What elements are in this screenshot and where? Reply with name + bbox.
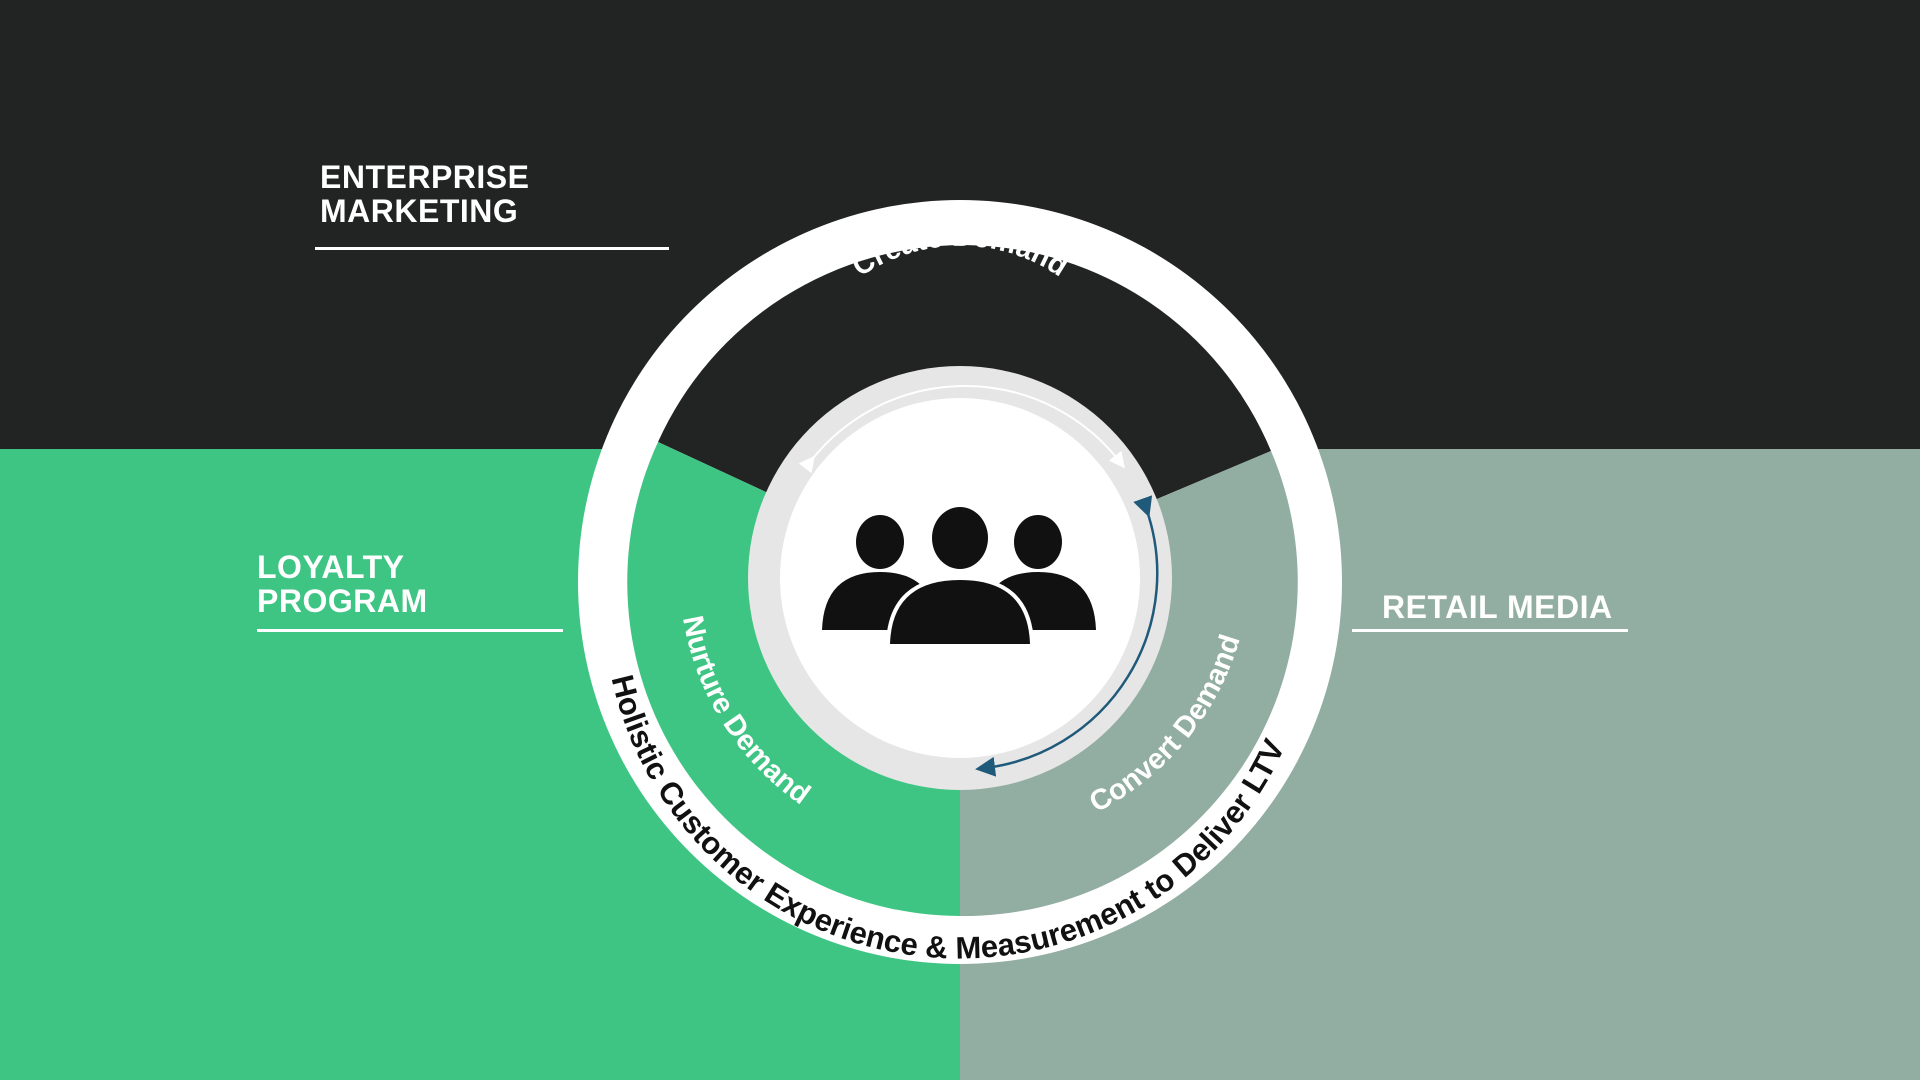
enterprise-marketing-label: ENTERPRISE MARKETING (320, 160, 529, 228)
retail-label-line1: RETAIL MEDIA (1382, 589, 1613, 625)
retail-underline (1352, 629, 1628, 632)
loyalty-label-line1: LOYALTY (257, 549, 405, 585)
enterprise-label-line1: ENTERPRISE (320, 159, 530, 195)
loyalty-label-line2: PROGRAM (257, 583, 428, 619)
cycle-arrow-right (975, 495, 1159, 777)
enterprise-underline (315, 247, 669, 250)
cycle-arrow-top (798, 385, 1125, 474)
retail-media-label: RETAIL MEDIA (1382, 590, 1613, 624)
loyalty-program-label: LOYALTY PROGRAM (257, 550, 428, 618)
enterprise-label-line2: MARKETING (320, 193, 519, 229)
loyalty-underline (257, 629, 563, 632)
people-group-icon (822, 504, 1096, 648)
